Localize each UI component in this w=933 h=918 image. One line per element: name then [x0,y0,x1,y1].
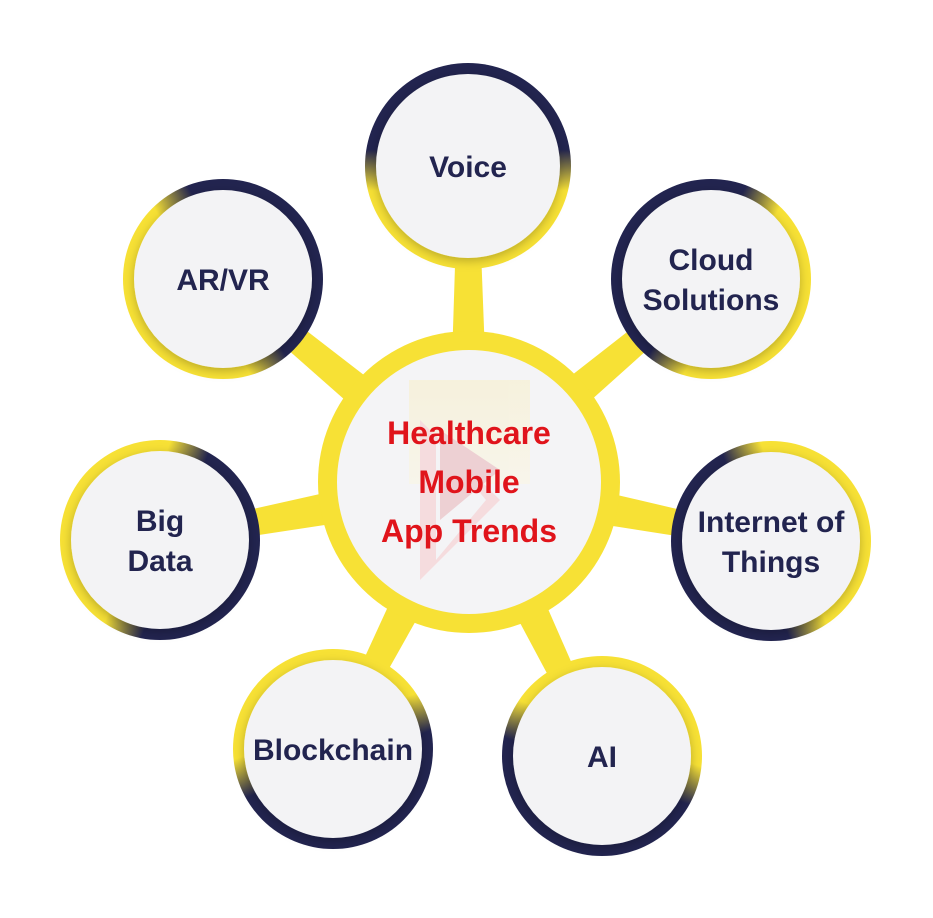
connector-cloud-solutions [565,325,652,405]
node-label: Blockchain [253,734,413,767]
node-ar-vr: AR/VR [123,179,323,379]
node-label: AI [587,741,617,774]
connector-internet-of-things [602,492,688,537]
node-label-line: Voice [429,151,507,184]
connector-ar-vr [282,324,372,406]
node-label-line: Data [127,545,192,578]
node-label-line: Internet of [698,506,846,539]
hub-title-line: App Trends [381,513,557,549]
node-disc [244,660,422,838]
node-label: Internet of Things [698,506,846,579]
connector-voice [452,256,485,344]
connector-ai [515,600,576,683]
node-label-line: AR/VR [176,264,270,297]
node-ai: AI [502,656,702,856]
hub-title-line: Mobile [418,464,519,500]
connector-big-data [244,491,336,537]
node-label-line: Cloud [669,244,754,277]
node-disc [622,190,800,368]
node-label-line: Things [722,546,820,579]
watermark-logo [409,380,530,580]
node-label: Voice [429,151,507,184]
node-label-line: Blockchain [253,734,413,767]
node-label-line: Big [136,505,184,538]
node-disc [376,74,560,258]
node-disc [682,452,860,630]
hub-title-line: Healthcare [387,415,551,451]
node-voice: Voice [365,63,571,269]
node-internet-of-things: Internet of Things [671,441,871,641]
node-disc [134,190,312,368]
node-disc [71,451,249,629]
node-disc [513,667,691,845]
node-label-line: Solutions [643,284,780,317]
node-label-line: AI [587,741,617,774]
node-blockchain: Blockchain [233,649,433,849]
node-label: AR/VR [176,264,270,297]
